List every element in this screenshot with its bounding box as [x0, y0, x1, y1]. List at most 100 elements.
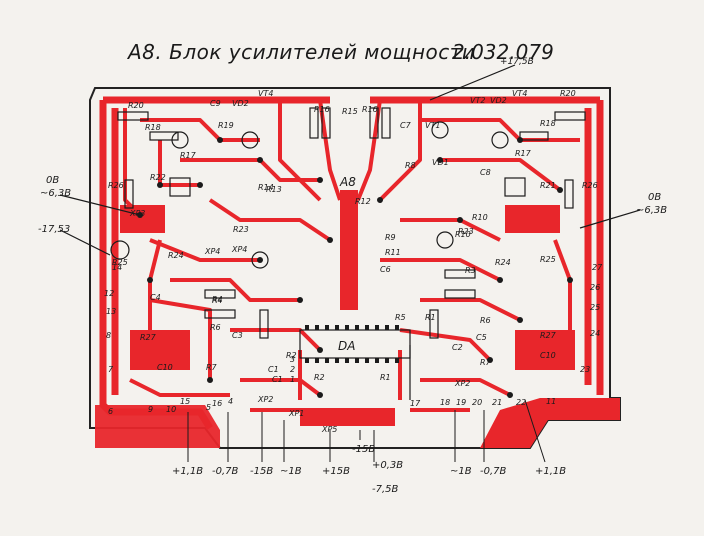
component-label: VT4	[258, 89, 273, 98]
component-label: R17	[515, 149, 532, 158]
pin-number: 10	[166, 405, 176, 414]
component-label: C1	[268, 365, 279, 374]
component-label: R10	[472, 213, 488, 222]
component-label: R16	[314, 105, 330, 114]
pin-number: 9	[148, 405, 153, 414]
component-label: R7	[480, 358, 492, 367]
component-label: VD1	[432, 158, 449, 167]
component-label: C5	[476, 333, 487, 342]
pin-number: 26	[590, 283, 600, 292]
component-outlines	[59, 64, 641, 400]
component-label: VT1	[425, 121, 440, 130]
component-label: R21	[540, 181, 556, 190]
component-label: R22	[150, 173, 166, 182]
component-label: R6	[210, 323, 221, 332]
document-code: 2.032.079	[452, 40, 554, 64]
component-label: R23	[233, 225, 249, 234]
voltage-label: +1,1В	[535, 466, 566, 477]
component-label: XP1	[288, 409, 304, 418]
voltage-label: -15В	[250, 466, 273, 477]
pin-number: 17	[410, 399, 421, 408]
component-label: XP2	[257, 395, 273, 404]
voltage-label: -15В	[352, 444, 375, 455]
component-label: VT4	[512, 89, 527, 98]
component-label: R2	[314, 373, 325, 382]
component-label: C1	[272, 375, 283, 384]
voltage-label: -0,7В	[212, 466, 239, 477]
label-plus17-5v: +17,5В	[500, 57, 534, 67]
component-label: R9	[385, 233, 396, 242]
label-ac-left: ~6,3В	[40, 188, 71, 199]
component-label: XP4	[231, 245, 247, 254]
component-label: R4	[212, 296, 223, 305]
pin-number: 15	[180, 397, 190, 406]
pin-number: 22	[516, 398, 526, 407]
label-ac-right: ~6,3В	[636, 205, 667, 216]
component-label: R1	[380, 373, 391, 382]
pin-number: 16	[212, 399, 222, 408]
component-label: R12	[355, 197, 371, 206]
pin-number: 24	[590, 329, 600, 338]
component-label: R5	[395, 313, 406, 322]
component-label: XP5	[321, 425, 337, 434]
component-label: R17	[180, 151, 197, 160]
component-label: R25	[540, 255, 556, 264]
label-ov-right: 0В	[648, 192, 661, 203]
voltage-label: ~1В	[450, 466, 472, 477]
component-label: C10	[157, 363, 173, 372]
pin-number: 14	[112, 263, 122, 272]
component-label: R3	[465, 266, 476, 275]
voltage-label: -0,7В	[480, 466, 507, 477]
voltage-label: +0,3В	[372, 460, 403, 471]
component-label: R20	[128, 101, 144, 110]
label-ov-left: 0В	[46, 175, 59, 186]
component-label: C8	[480, 168, 491, 177]
component-label: VT2	[470, 96, 485, 105]
pin-number: 27	[592, 263, 603, 272]
pin-number: 20	[472, 398, 482, 407]
ground-planes	[95, 190, 620, 448]
component-label: R4	[212, 295, 223, 304]
component-label: R15	[342, 107, 358, 116]
component-label: R13	[266, 185, 282, 194]
pin-number: 21	[492, 398, 502, 407]
board-label: А8	[339, 175, 356, 189]
pin-number: 11	[546, 397, 556, 406]
component-label: R19	[218, 121, 234, 130]
component-label: XP2	[454, 379, 470, 388]
component-label: R27	[540, 331, 557, 340]
pin-number: 13	[106, 307, 116, 316]
component-label: R23	[458, 227, 474, 236]
bottom-voltage-labels: +1,1В-0,7В-15В~1В+15В-15В+0,3В-7,5В~1В-0…	[172, 444, 566, 495]
component-label: R18	[540, 119, 556, 128]
solder-pads	[137, 137, 573, 398]
component-label: C9	[210, 99, 221, 108]
component-label: R2	[286, 351, 297, 360]
pin-number: 5	[206, 403, 211, 412]
component-label: C7	[400, 121, 412, 130]
component-label: XP3	[129, 209, 145, 218]
label-minus17-53: -17,53	[38, 224, 70, 235]
pin-number: 12	[104, 289, 114, 298]
component-label: R27	[140, 333, 157, 342]
component-label: VD2	[232, 99, 249, 108]
component-label: C6	[380, 265, 391, 274]
component-label: R20	[560, 89, 576, 98]
component-label: R11	[385, 248, 401, 257]
component-label: C10	[540, 351, 556, 360]
voltage-label: ~1В	[280, 466, 302, 477]
pin-number: 1	[290, 375, 295, 384]
pin-number: 8	[106, 331, 111, 340]
component-label: C2	[452, 343, 463, 352]
pin-number: 25	[590, 303, 600, 312]
pin-number: 23	[580, 365, 590, 374]
component-label: R7	[206, 363, 218, 372]
component-label: C4	[150, 293, 161, 302]
component-label: C3	[232, 331, 243, 340]
component-label: R1	[425, 313, 436, 322]
component-label: XP4	[204, 247, 220, 256]
